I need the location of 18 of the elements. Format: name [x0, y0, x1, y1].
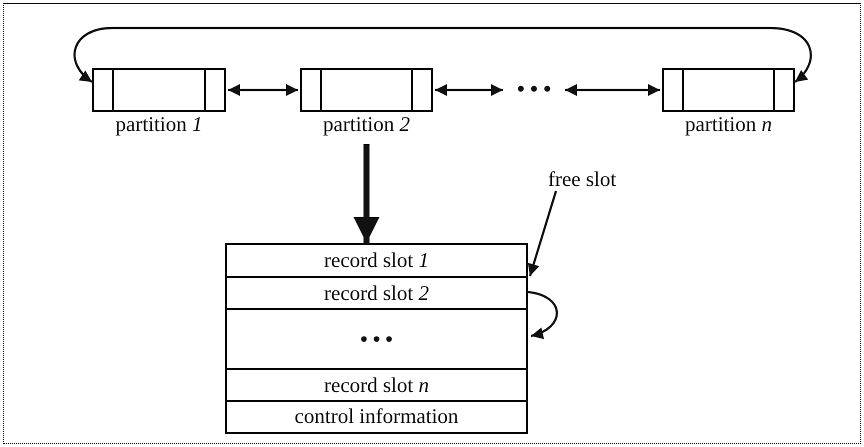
arrow	[528, 290, 558, 338]
partition-label: partition n	[685, 112, 772, 136]
ellipsis-row: • • •	[227, 310, 526, 370]
arrow	[565, 84, 660, 96]
arrow	[435, 84, 503, 96]
record-slot-row: record slot n	[227, 370, 526, 402]
arrow	[228, 84, 298, 96]
record-slot-row: record slot 1	[227, 245, 526, 278]
arrow	[528, 190, 558, 276]
record-page-table	[225, 243, 528, 434]
arrow	[74, 26, 812, 83]
arrow	[354, 144, 380, 243]
record-slot-row: control information	[227, 402, 526, 432]
partition-label: partition 2	[323, 112, 410, 136]
record-slot-row: record slot 2	[227, 278, 526, 310]
partition-label: partition 1	[116, 112, 202, 136]
free-slot-label: free slot	[548, 167, 616, 192]
ellipsis: • • •	[505, 76, 563, 102]
